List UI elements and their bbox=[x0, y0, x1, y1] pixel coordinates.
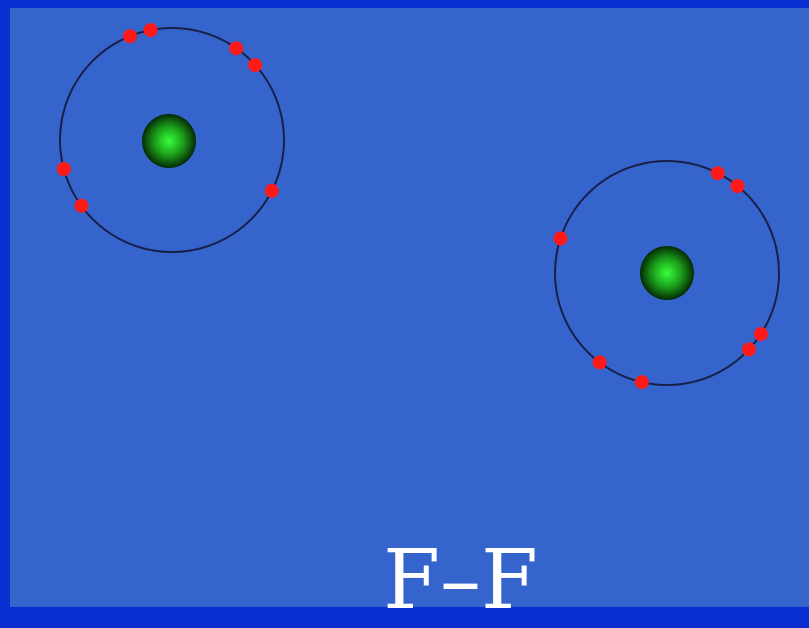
nucleus bbox=[640, 246, 694, 300]
electron bbox=[634, 375, 649, 390]
atom-right bbox=[553, 160, 780, 390]
electron bbox=[264, 183, 279, 198]
atom-diagram bbox=[56, 23, 780, 390]
electron bbox=[143, 23, 158, 38]
electron bbox=[592, 355, 607, 370]
atom-left bbox=[56, 23, 285, 253]
electron bbox=[56, 162, 71, 176]
electron-group bbox=[553, 166, 768, 390]
electron bbox=[753, 327, 768, 341]
nucleus bbox=[142, 114, 196, 168]
slide-background bbox=[10, 8, 809, 607]
electron-shell-orbit bbox=[59, 27, 285, 253]
electron bbox=[123, 29, 137, 44]
electron-shell-orbit bbox=[554, 160, 780, 386]
electron bbox=[74, 198, 89, 213]
electron bbox=[730, 179, 745, 193]
electron bbox=[248, 58, 263, 73]
electron bbox=[710, 166, 725, 181]
electron-group bbox=[56, 23, 279, 213]
electron bbox=[229, 41, 244, 56]
electron bbox=[553, 231, 568, 246]
molecule-formula: F–F bbox=[383, 533, 538, 628]
electron bbox=[741, 342, 756, 357]
